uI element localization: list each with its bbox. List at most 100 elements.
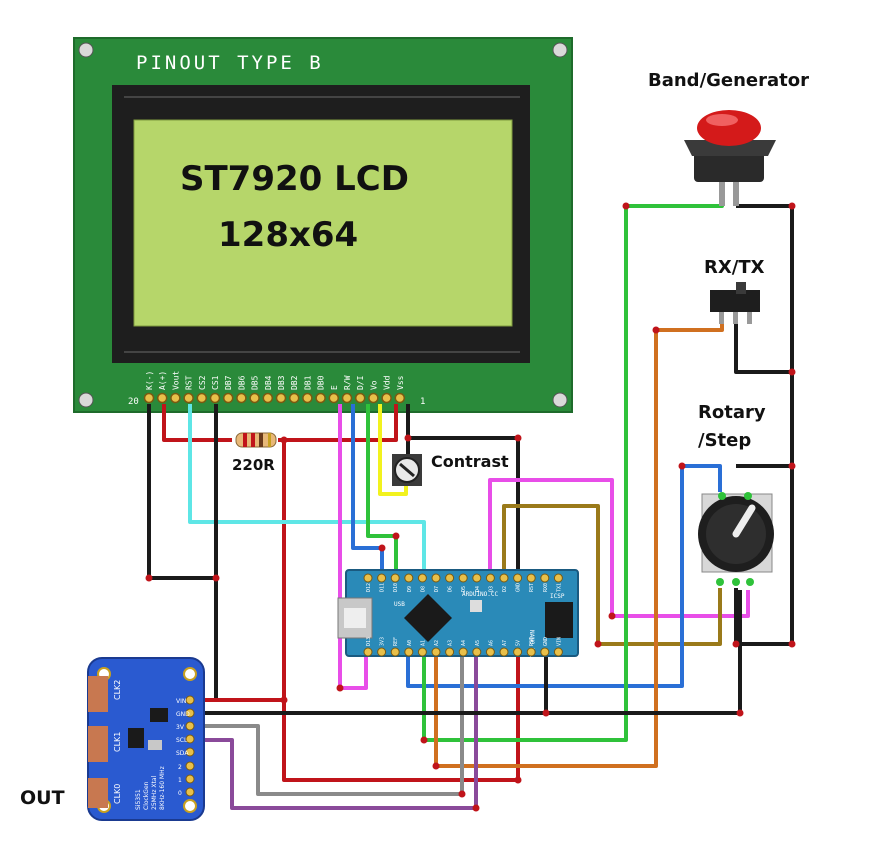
nano-top-pin-10: [499, 573, 509, 583]
nano-bottom-pin-13: [540, 647, 550, 657]
wire-junction: [392, 532, 400, 540]
nano-bottom-pin-label: VIN: [556, 637, 562, 646]
wire-blue-lcd-rw: [351, 404, 384, 578]
nano-top-pin-label: TX1: [556, 583, 562, 592]
wire-junction: [736, 709, 744, 717]
nano-top-pin-6: [445, 573, 455, 583]
nano-bottom-pin-label: REF: [393, 637, 399, 646]
resistor-label: 220R: [232, 456, 275, 474]
wire-brown-rotary: [502, 504, 722, 646]
nano-top-pin-label: D11: [380, 583, 386, 592]
si5351-hole-br: [183, 799, 197, 813]
nano-top-pin-11: [513, 573, 523, 583]
si5351-side-pin-2: [185, 787, 195, 797]
lcd-pin-label: DB5: [251, 375, 260, 390]
resistor-band-1: [243, 433, 247, 447]
button-cap-highlight: [706, 114, 738, 126]
si5351-pin-label: VIN: [176, 698, 186, 705]
nano-top-pin-2: [390, 573, 400, 583]
si5351-side-pin-label: 0: [178, 790, 182, 797]
si5351-connector-clk1: [88, 726, 108, 762]
pot-slot: [399, 462, 415, 478]
si5351-chip: [128, 728, 144, 748]
wire-green-lcd-di: [366, 404, 398, 578]
lcd-pin-label: DB1: [303, 375, 312, 390]
wire-junction: [608, 612, 616, 620]
lcd-pin-12: [302, 392, 313, 404]
nano-model: NANO V3.0: [528, 630, 535, 663]
si5351-text-4: 8KHz-160 MHz: [159, 766, 166, 810]
nano-top-pin-label: D6: [448, 586, 454, 592]
switch-body: [710, 290, 760, 312]
nano-bottom-pin-label: 3V3: [380, 637, 386, 646]
wire-junction: [458, 790, 466, 798]
band-generator-button: Band/Generator: [648, 70, 809, 206]
wire-junction: [788, 462, 796, 470]
nano-reset-button: [470, 600, 482, 612]
nano-bottom-pin-8: [472, 647, 482, 657]
si5351-clk1-label: CLK1: [113, 732, 122, 752]
lcd-pin-label: DB6: [237, 375, 246, 390]
si5351-pin-0: [185, 695, 195, 705]
lcd-pin-corner-20: 20: [128, 397, 139, 407]
nano-bottom-pin-label: D13: [366, 637, 372, 646]
lcd-pin-label: Vo: [369, 380, 378, 390]
nano-top-pin-12: [526, 573, 536, 583]
wire-junction: [420, 736, 428, 744]
lcd-pin-5: [209, 392, 221, 404]
rotary-pin-3: [746, 578, 754, 586]
nano-top-pin-9: [485, 573, 495, 583]
button-flange: [684, 140, 776, 156]
wire-junction: [788, 368, 796, 376]
lcd-pin-11: [288, 392, 300, 404]
lcd-pin-label: Vss: [396, 375, 405, 390]
nano-bottom-pin-9: [485, 647, 495, 657]
si5351-pin-4: [185, 747, 195, 757]
nano-top-pin-label: D3: [488, 586, 494, 592]
nano-top-pin-label: D7: [434, 586, 440, 592]
si5351-pin-3: [185, 734, 195, 744]
contrast-label: Contrast: [431, 452, 509, 471]
wiring: [145, 196, 796, 812]
lcd-pin-2: [170, 392, 181, 404]
rx-tx-switch: RX/TX: [704, 257, 765, 324]
wire-junction: [378, 544, 386, 552]
lcd-mount-hole-bl: [78, 392, 94, 408]
lcd-pin-9: [262, 392, 274, 404]
resistor-band-2: [251, 433, 255, 447]
nano-icsp-label: ICSP: [550, 593, 565, 600]
si5351-side-pin-1: [185, 774, 195, 784]
lcd-pin-3: [183, 392, 194, 404]
lcd-pin-19: [394, 392, 406, 404]
switch-pin-3: [747, 312, 752, 324]
switch-label: RX/TX: [704, 257, 765, 278]
wire-magenta-rotary: [488, 478, 750, 618]
lcd-module: PINOUT TYPE B ST7920 LCD 128x64 20 1 K(-…: [73, 37, 573, 413]
wire-junction: [594, 640, 602, 648]
lcd-pin-0: [143, 392, 155, 404]
nano-icsp-header: [545, 602, 573, 638]
nano-top-pin-7: [458, 573, 468, 583]
nano-bottom-pin-label: 5V: [516, 640, 522, 646]
wire-cyan-lcd-rst: [188, 404, 426, 578]
lcd-pin-label: A(+): [158, 371, 167, 390]
lcd-pin-6: [222, 392, 234, 404]
wire-red-5v-loop: [282, 440, 520, 782]
nano-top-pin-label: D5: [461, 586, 467, 592]
nano-top-pin-label: D10: [393, 583, 399, 592]
nano-bottom-pin-6: [445, 647, 455, 657]
wire-junction: [280, 696, 288, 704]
nano-bottom-pin-2: [390, 647, 400, 657]
si5351-connector-clk2: [88, 676, 108, 712]
wire-junction: [788, 640, 796, 648]
lcd-mount-hole-br: [552, 392, 568, 408]
lcd-pin-13: [315, 392, 326, 404]
nano-top-pin-8: [472, 573, 482, 583]
wire-gray-sda: [190, 652, 464, 796]
switch-slider: [736, 282, 746, 294]
lcd-pin-18: [381, 392, 392, 404]
